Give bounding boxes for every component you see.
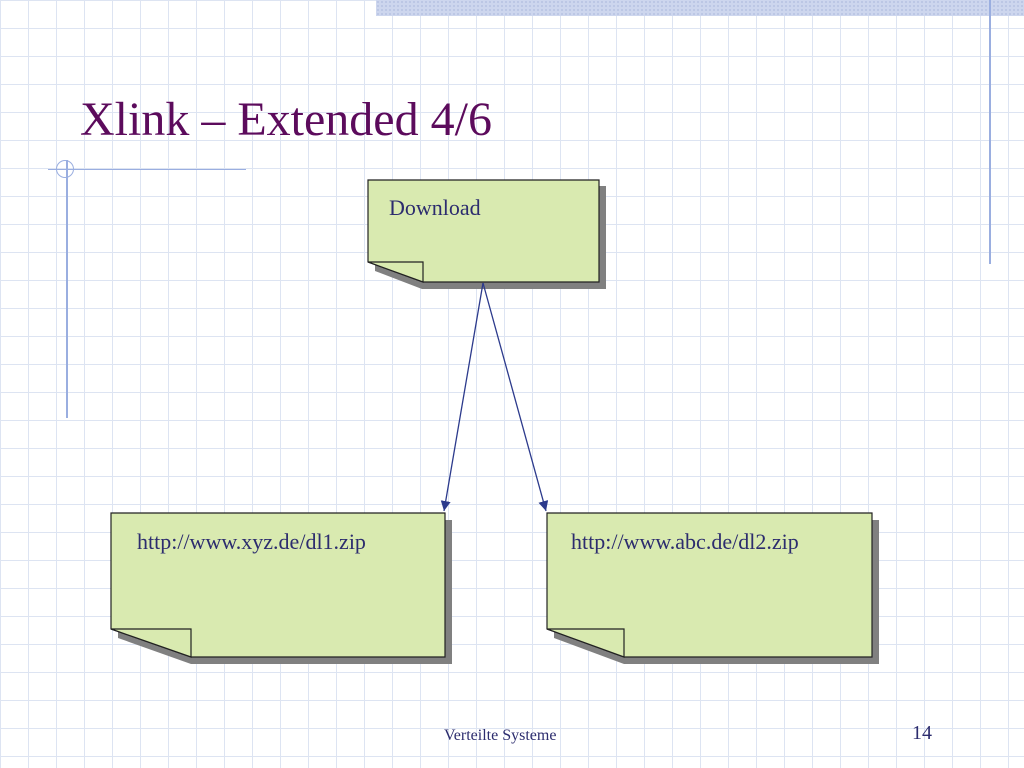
slide-title: Xlink – Extended 4/6 — [80, 93, 492, 146]
arrow-download-to-dl2 — [482, 282, 549, 512]
left-decor-line — [66, 160, 68, 418]
note-dl1 — [110, 512, 452, 664]
note-download-label: Download — [389, 195, 481, 220]
slide-footer: Verteilte Systeme — [444, 727, 557, 744]
top-decor-band — [376, 0, 1024, 16]
title-underline — [48, 169, 246, 170]
title-decor-circle — [56, 160, 74, 178]
right-decor-line — [989, 0, 991, 264]
note-dl2 — [546, 512, 879, 664]
arrow-download-to-dl1 — [440, 282, 484, 512]
note-dl1-label: http://www.xyz.de/dl1.zip — [137, 529, 366, 554]
note-download — [367, 179, 606, 289]
page-number: 14 — [912, 722, 932, 744]
note-dl2-label: http://www.abc.de/dl2.zip — [571, 529, 799, 554]
